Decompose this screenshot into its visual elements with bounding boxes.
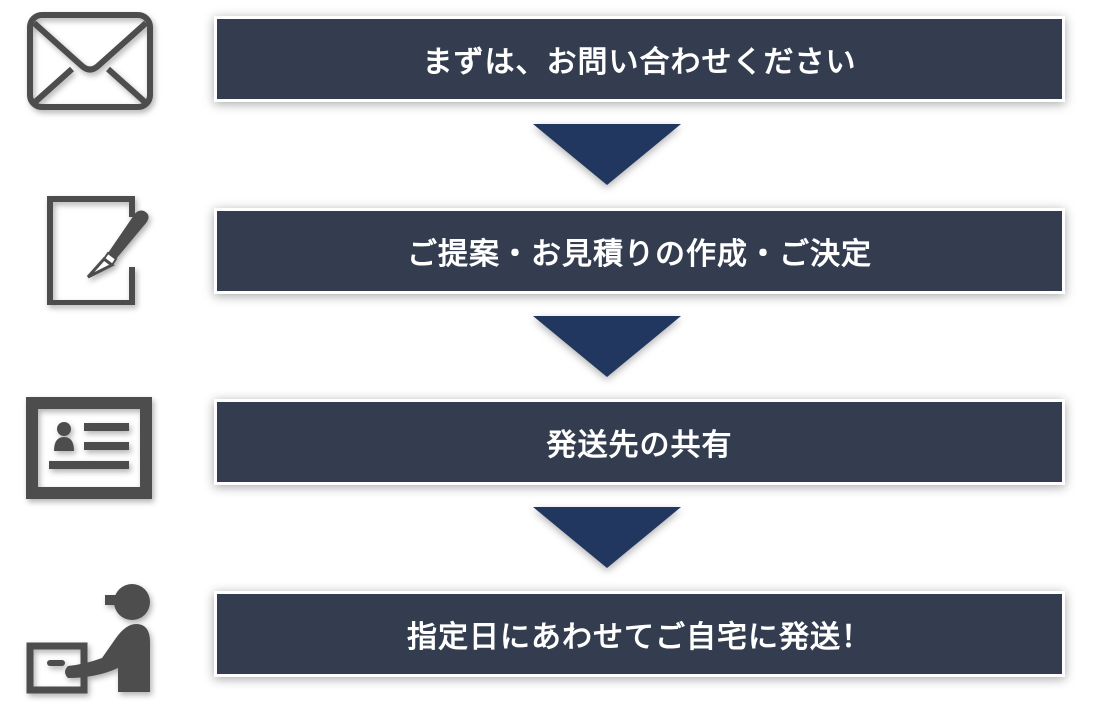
- document-pen-icon: [47, 196, 149, 305]
- step-shipping-address: 発送先の共有: [214, 399, 1065, 485]
- envelope-icon: [27, 12, 153, 110]
- delivery-person-icon: [26, 584, 150, 694]
- step-label: 発送先の共有: [546, 428, 733, 463]
- step-delivery: 指定日にあわせてご自宅に発送！: [214, 591, 1065, 677]
- step-label: まずは、お問い合わせください: [422, 45, 857, 80]
- id-card-icon: [26, 397, 152, 499]
- down-arrow-icon: [533, 124, 681, 185]
- down-arrow-icon: [533, 316, 681, 377]
- step-contact: まずは、お問い合わせください: [214, 16, 1065, 102]
- step-proposal: ご提案・お見積りの作成・ご決定: [214, 208, 1065, 294]
- step-label: ご提案・お見積りの作成・ご決定: [407, 237, 872, 272]
- down-arrow-icon: [533, 507, 681, 568]
- step-label: 指定日にあわせてご自宅に発送！: [407, 620, 872, 655]
